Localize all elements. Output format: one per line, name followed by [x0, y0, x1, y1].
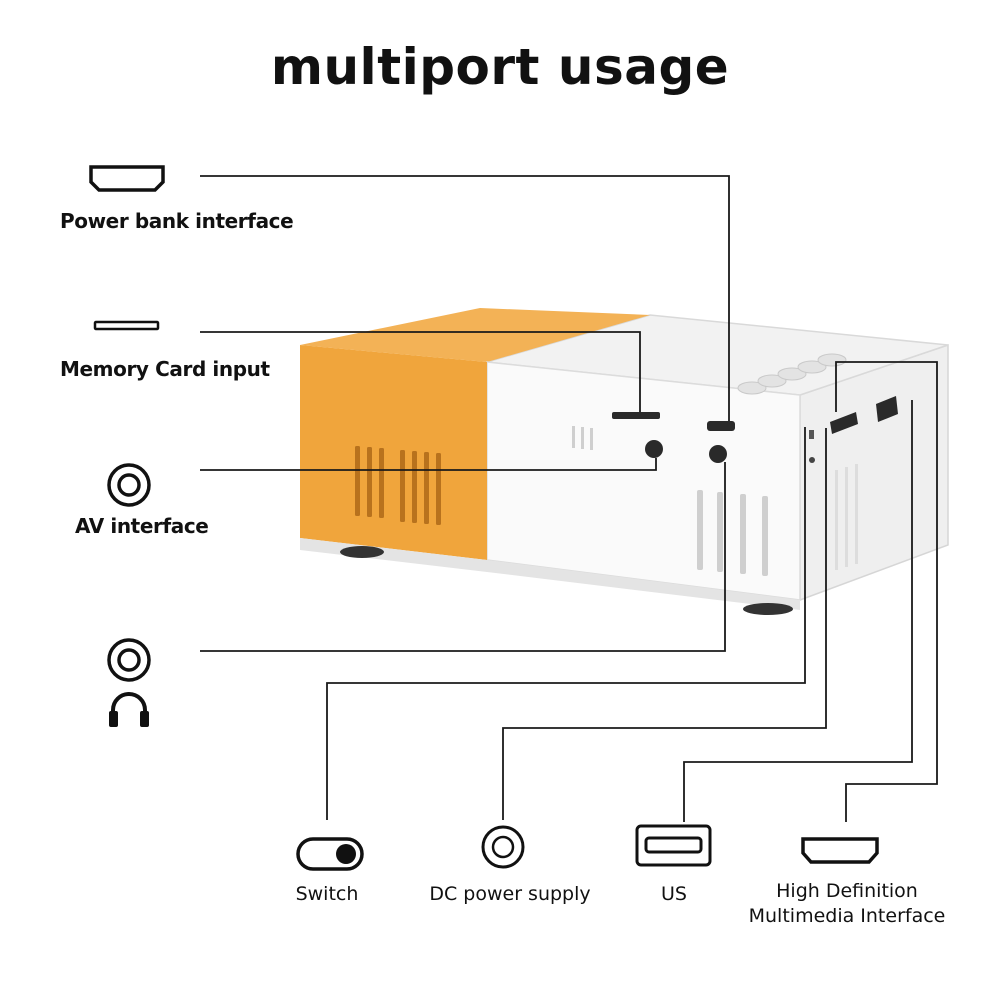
mini-usb-port: [707, 421, 735, 431]
projector-device: [300, 308, 949, 615]
white-vents: [572, 426, 768, 576]
hdmi-port-icon: [89, 165, 165, 192]
side-hdmi-port: [830, 412, 858, 434]
projector-foot: [340, 546, 384, 558]
connector-lines: [200, 175, 938, 822]
label-usb: US: [661, 883, 687, 905]
line-usb: [683, 400, 913, 822]
top-buttons: [737, 353, 847, 395]
headphones-icon: [109, 692, 149, 727]
label-power-bank-interface: Power bank interface: [60, 209, 294, 233]
side-usb-port: [876, 396, 898, 422]
line-switch: [326, 427, 806, 820]
dc-power-icon: [481, 825, 525, 869]
switch-toggle-icon: [296, 837, 364, 871]
headphone-jack-icon: [107, 638, 151, 682]
label-switch: Switch: [295, 883, 359, 905]
usb-port-icon: [635, 824, 712, 867]
label-hdmi-line2: Multimedia Interface: [748, 905, 946, 927]
card-slot-port: [612, 412, 660, 419]
line-av: [200, 458, 657, 471]
projector-top-orange: [300, 308, 650, 362]
label-av-interface: AV interface: [75, 514, 209, 538]
audio-port: [709, 445, 727, 463]
card-slot-icon: [93, 320, 160, 331]
page-title: multiport usage: [270, 38, 730, 96]
orange-vents: [355, 446, 441, 525]
projector-bottom-lip: [300, 538, 800, 610]
label-dc-power-supply: DC power supply: [429, 883, 591, 905]
side-vents: [835, 464, 858, 570]
line-headphone: [200, 462, 726, 652]
side-dc-port: [809, 457, 815, 463]
line-power-bank: [200, 175, 730, 421]
label-hdmi: High Definition Multimedia Interface: [742, 879, 952, 929]
label-memory-card-input: Memory Card input: [60, 357, 270, 381]
line-dc: [502, 428, 827, 820]
av-jack-icon: [107, 463, 151, 507]
line-hdmi: [835, 361, 938, 822]
hdmi-port-icon: [801, 837, 879, 864]
line-memory-card: [200, 331, 641, 412]
projector-front-white: [486, 361, 801, 601]
side-switch: [809, 430, 814, 439]
projector-front-orange: [300, 345, 487, 560]
projector-foot: [743, 603, 793, 615]
label-hdmi-line1: High Definition: [776, 880, 918, 902]
av-port: [645, 440, 663, 458]
